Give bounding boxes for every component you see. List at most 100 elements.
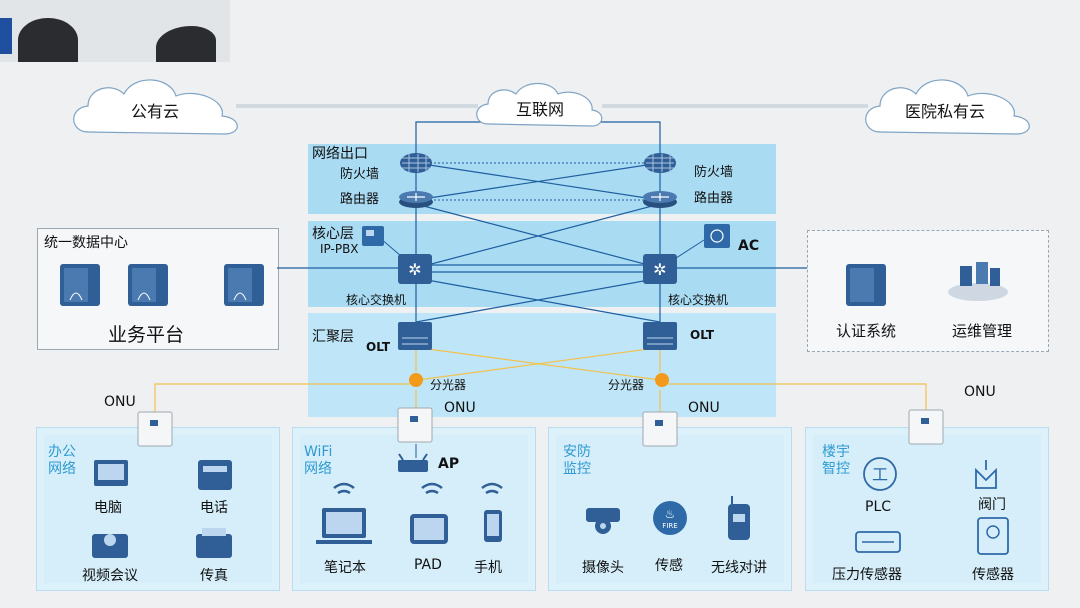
valve-icon	[975, 460, 997, 489]
router-right-label: 路由器	[694, 191, 734, 206]
ops-management-label: 运维管理	[952, 322, 1013, 340]
egress-band	[308, 144, 776, 214]
onu-wifi-label: ONU	[444, 400, 476, 416]
top-decoration-blue	[0, 18, 12, 54]
wifi-zone-title-text: WiFi 网络	[304, 444, 333, 477]
building-zone-title: 楼宇 智控	[822, 444, 850, 478]
office-item-phone: 电话	[200, 500, 228, 516]
onu-building-label: ONU	[964, 384, 996, 400]
onu-office-label: ONU	[104, 394, 136, 410]
core-switch-left-icon: ✲	[398, 254, 432, 284]
firewall-right-label: 防火墙	[694, 165, 734, 180]
sensor-fire-icon: FIRE♨	[653, 501, 687, 535]
office-zone	[36, 427, 280, 591]
onu-security-label: ONU	[688, 400, 720, 416]
olt-right-icon	[643, 322, 677, 350]
datacenter-label: 业务平台	[108, 324, 185, 346]
egress-layer-title: 网络出口	[312, 146, 368, 162]
onu-wifi-icon	[397, 407, 433, 443]
olt-left-icon	[398, 322, 432, 350]
wifi-signal-icon	[333, 482, 503, 495]
core-switch-left-label: 核心交换机	[346, 293, 407, 307]
auth-system-label: 认证系统	[836, 322, 897, 340]
bird-silhouette-right	[156, 26, 216, 62]
svg-text:✲: ✲	[653, 260, 666, 279]
security-zone-title-text: 安防 监控	[563, 444, 591, 477]
router-left-icon	[399, 191, 433, 208]
security-item-camera: 摄像头	[582, 560, 624, 576]
public-cloud-label: 公有云	[130, 102, 179, 121]
core-layer-title: 核心层	[312, 226, 354, 242]
svg-text:FIRE: FIRE	[662, 522, 677, 530]
core-switch-right-label: 核心交换机	[668, 293, 729, 307]
camera-icon	[586, 508, 620, 534]
private-cloud-icon	[865, 79, 1030, 135]
aggregation-layer-title: 汇聚层	[312, 329, 354, 345]
security-item-radio: 无线对讲	[711, 560, 767, 576]
bird-silhouette-left	[18, 18, 78, 62]
ac-label: AC	[738, 238, 760, 254]
wifi-zone-title: WiFi 网络	[304, 444, 332, 478]
splitter-left-label: 分光器	[430, 378, 467, 392]
core-switch-right-icon: ✲	[643, 254, 677, 284]
datacenter-title: 统一数据中心	[44, 235, 128, 251]
onu-security-icon	[642, 411, 678, 447]
building-zone	[805, 427, 1049, 591]
aggregation-band	[308, 313, 776, 417]
tablet-icon	[410, 514, 448, 544]
computer-icon	[94, 460, 128, 486]
building-item-valve: 阀门	[978, 497, 1006, 513]
security-zone-title: 安防 监控	[563, 444, 591, 478]
firewall-left-icon	[400, 153, 432, 173]
internet-cloud-label: 互联网	[515, 100, 564, 119]
telephone-icon	[198, 460, 232, 490]
office-item-video: 视频会议	[82, 568, 138, 584]
video-conference-icon	[92, 534, 128, 558]
fax-icon	[196, 528, 232, 558]
access-point-icon	[398, 453, 428, 472]
office-zone-title-text: 办公 网络	[48, 444, 76, 477]
svg-text:♨: ♨	[665, 507, 676, 521]
plc-icon: 工	[863, 457, 897, 491]
router-left-label: 路由器	[340, 192, 380, 207]
splitter-right-icon	[655, 373, 669, 387]
server-icon	[128, 264, 168, 306]
ippbx-label: IP-PBX	[320, 242, 359, 256]
onu-office-icon	[137, 411, 173, 447]
server-icon	[224, 264, 264, 306]
internet-cloud-icon	[476, 82, 603, 127]
router-right-icon	[643, 191, 677, 208]
office-zone-title: 办公 网络	[48, 444, 76, 478]
auth-server-icon	[846, 264, 886, 306]
office-item-computer: 电脑	[94, 500, 122, 516]
splitter-right-label: 分光器	[608, 378, 645, 392]
onu-building-icon	[908, 409, 944, 445]
building-item-plc: PLC	[865, 499, 892, 515]
pressure-sensor-icon	[855, 531, 901, 553]
building-item-pressure: 压力传感器	[832, 567, 902, 583]
svg-text:✲: ✲	[408, 260, 421, 279]
laptop-icon	[316, 508, 372, 544]
splitter-left-icon	[409, 373, 423, 387]
wifi-item-pad: PAD	[414, 557, 442, 573]
olt-left-label: OLT	[366, 340, 391, 354]
security-item-sensor: 传感	[655, 558, 683, 574]
server-icon	[60, 264, 100, 306]
building-item-sensor: 传感器	[972, 567, 1014, 583]
building-zone-title-text: 楼宇 智控	[822, 444, 850, 477]
ippbx-icon	[362, 226, 384, 246]
svg-text:工: 工	[872, 465, 888, 484]
ac-icon	[704, 224, 730, 248]
sensor-device-icon	[977, 517, 1009, 555]
walkie-talkie-icon	[728, 496, 750, 540]
mobile-phone-icon	[484, 510, 502, 542]
firewall-right-icon	[644, 153, 676, 173]
wifi-item-phone: 手机	[474, 560, 502, 576]
olt-right-label: OLT	[690, 328, 715, 342]
firewall-left-label: 防火墙	[340, 167, 380, 182]
office-item-fax: 传真	[200, 568, 228, 584]
